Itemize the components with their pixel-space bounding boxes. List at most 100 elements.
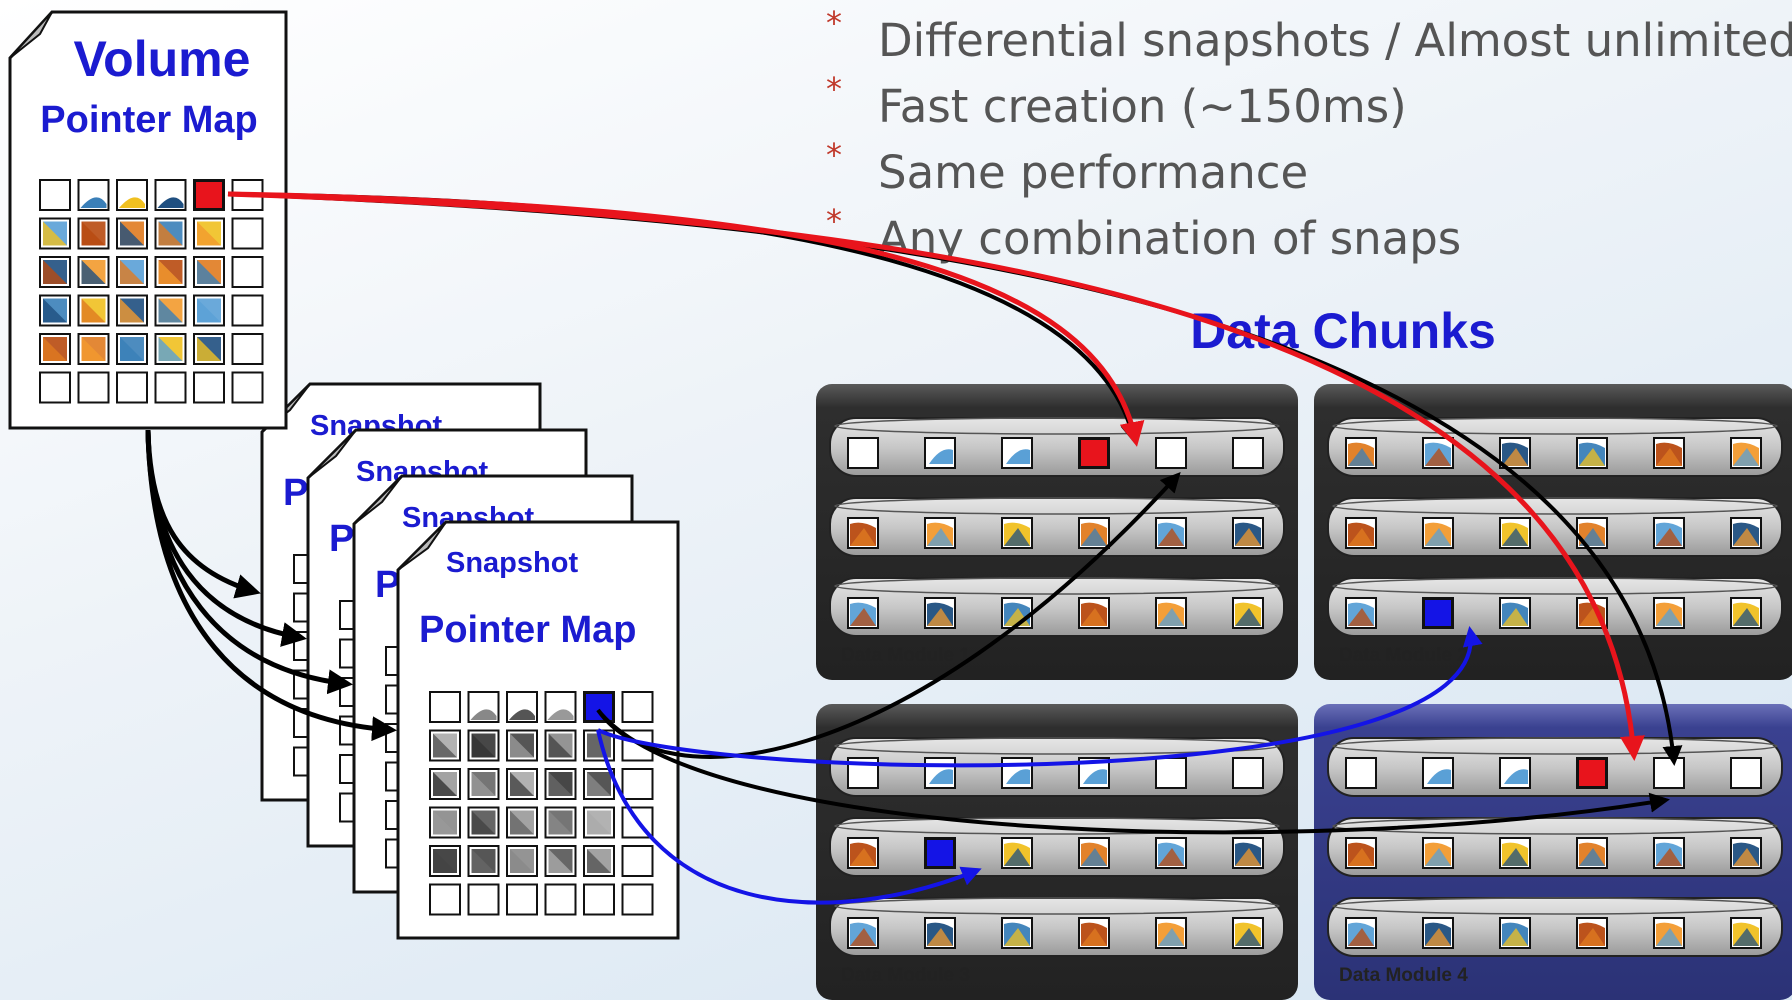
pointer-cell [193, 371, 225, 404]
chunk-fragment [433, 849, 457, 873]
chunk-fragment [470, 709, 497, 720]
highlighted-chunk [1577, 758, 1607, 788]
chunk-fragment [1579, 928, 1605, 946]
chunk-fragment [1348, 528, 1374, 546]
chunk-fragment [120, 221, 144, 246]
chunk-fragment [43, 298, 67, 323]
pointer-cell [116, 371, 148, 404]
chunk-fragment [1656, 608, 1682, 626]
pointer-cell [621, 845, 654, 877]
bullet-marker: * [826, 4, 842, 42]
tray-rim [834, 817, 1280, 835]
pointer-cell [621, 883, 654, 916]
feature-item: * Fast creation (~150ms) [826, 70, 1407, 133]
chunk-fragment [1733, 448, 1759, 466]
chunk-fragment [850, 528, 876, 546]
snapshot-subtitle: P [375, 564, 400, 606]
chunk-fragment [587, 772, 611, 796]
highlighted-chunk [1423, 598, 1453, 628]
volume-subtitle: Pointer Map [40, 99, 257, 141]
highlighted-pointer-cell [194, 180, 224, 210]
feature-item: * Same performance [826, 136, 1308, 199]
storage-tray [829, 577, 1285, 637]
chunk-fragment [1502, 848, 1528, 866]
snapshot-title: Snapshot [446, 547, 578, 579]
volume-pointer-map: Volume Pointer Map [8, 10, 288, 430]
data-module-3: Data Module 3 [816, 704, 1298, 1000]
chunk-fragment [1656, 848, 1682, 866]
chunk-fragment [43, 221, 67, 246]
tray-rim [1332, 577, 1778, 595]
pointer-cell [231, 371, 264, 404]
feature-text: Differential snapshots / Almost unlimite… [878, 14, 1792, 67]
chunk-fragment [1348, 608, 1374, 626]
pointer-cell [231, 294, 264, 327]
tray-rim [1332, 417, 1778, 435]
pointer-cell [506, 883, 538, 916]
tray-rim [834, 497, 1280, 515]
pointer-cell [467, 883, 500, 916]
pointer-cell [77, 371, 110, 404]
snapshot-subtitle: P [283, 472, 308, 514]
chunk-fragment [433, 733, 457, 758]
feature-text: Any combination of snaps [878, 212, 1461, 265]
chunk-fragment [471, 810, 496, 835]
page-fold [397, 521, 447, 571]
pointer-arrow-red [227, 191, 1645, 761]
chunk-fragment [1502, 448, 1528, 466]
module-label: Data Module 2 [1339, 645, 1468, 666]
feature-text: Fast creation (~150ms) [878, 80, 1407, 133]
chunk-fragment [1006, 449, 1030, 464]
chunk-fragment [548, 810, 573, 835]
page-fold [353, 475, 403, 525]
storage-tray [1327, 497, 1783, 557]
pointer-arrow-blue [597, 626, 1483, 768]
chunk-fragment [1502, 528, 1528, 546]
storage-tray [1327, 737, 1783, 797]
feature-item: * Any combination of snaps [826, 202, 1461, 265]
chunk-fragment [1004, 848, 1030, 866]
chunk-fragment [1733, 528, 1759, 546]
chunk-fragment [1235, 848, 1261, 866]
chunk-fragment [1733, 848, 1759, 866]
highlighted-chunk [925, 838, 955, 868]
chunk-fragment [850, 608, 876, 626]
pointer-cell [621, 768, 654, 800]
storage-tray [1327, 897, 1783, 957]
chunk-fragment [1502, 608, 1528, 626]
chunk-fragment [158, 260, 183, 284]
chunk-fragment [81, 221, 106, 246]
chunk-fragment [1081, 528, 1107, 546]
data-chunk [1232, 757, 1264, 789]
storage-tray [829, 497, 1285, 557]
chunk-fragment [929, 769, 953, 784]
pointer-cell [583, 883, 615, 916]
chunk-fragment [1733, 608, 1759, 626]
data-chunk [1155, 437, 1187, 469]
page-fold [307, 429, 357, 479]
module-label: Data Module 3 [841, 965, 970, 986]
chunk-fragment [1081, 848, 1107, 866]
chunk-fragment [197, 260, 221, 284]
module-label: Data Module 1 [841, 645, 970, 666]
bullet-marker: * [826, 70, 842, 108]
chunk-fragment [1425, 848, 1451, 866]
module-label: Data Module 4 [1339, 965, 1468, 986]
chunk-fragment [1656, 528, 1682, 546]
data-module-4: Data Module 4 [1314, 704, 1792, 1000]
chunk-fragment [510, 849, 534, 873]
tray-rim [1332, 817, 1778, 835]
chunk-fragment [1425, 528, 1451, 546]
pointer-cell [231, 217, 264, 250]
pointer-arrow-blue [596, 729, 982, 905]
chunk-fragment [1348, 448, 1374, 466]
chunk-fragment [158, 298, 183, 323]
data-module-2: Data Module 2 [1314, 384, 1792, 680]
chunk-fragment [433, 810, 457, 835]
chunk-fragment [1004, 928, 1030, 946]
chunk-fragment [119, 197, 145, 208]
pointer-arrow-red [227, 191, 1145, 447]
volume-title: Volume [74, 31, 251, 87]
feature-item: * Differential snapshots / Almost unlimi… [826, 4, 1792, 67]
pointer-cell [231, 256, 264, 288]
